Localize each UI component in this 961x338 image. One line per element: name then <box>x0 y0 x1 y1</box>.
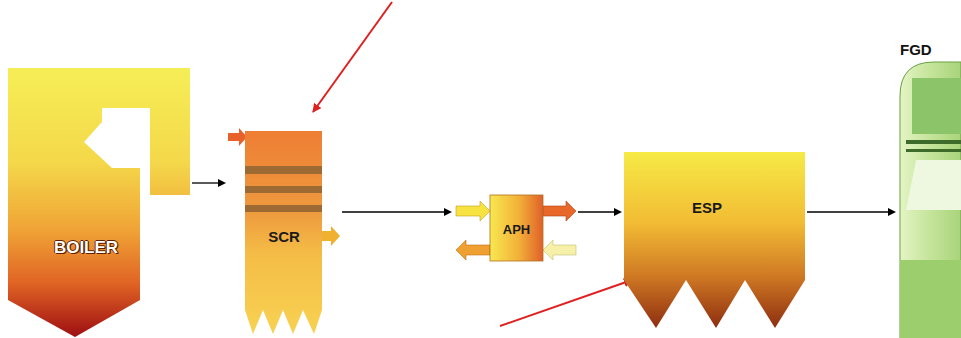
aph-box: APH <box>452 192 578 264</box>
flow-line <box>192 182 219 183</box>
fgd-tower: FGD <box>896 36 961 338</box>
node-label: SCR <box>268 229 300 246</box>
node-label: BOILER <box>54 239 118 258</box>
node-label: APH <box>503 223 530 237</box>
flow-line <box>578 211 615 212</box>
boiler-shape-outline <box>8 66 192 338</box>
red-leader <box>500 280 632 326</box>
flow-arrow <box>342 208 452 216</box>
red-leader <box>313 2 392 112</box>
boiler-shape: BOILER <box>8 66 192 338</box>
flow-line <box>342 211 445 212</box>
arrow-head <box>444 208 452 216</box>
esp-precipitator: ESP <box>622 150 807 330</box>
node-label: ESP <box>692 200 722 217</box>
arrow-head <box>218 179 226 187</box>
scr-reactor: SCR <box>226 124 342 338</box>
flow-arrow <box>807 208 896 216</box>
arrow-head <box>888 208 896 216</box>
node-label: FGD <box>900 42 932 59</box>
flow-arrow <box>578 208 622 216</box>
esp-precipitator-outline <box>622 150 807 330</box>
arrow-head <box>614 208 622 216</box>
flow-line <box>807 211 889 212</box>
fgd-tower-outline <box>896 36 961 338</box>
flow-arrow <box>192 179 226 187</box>
